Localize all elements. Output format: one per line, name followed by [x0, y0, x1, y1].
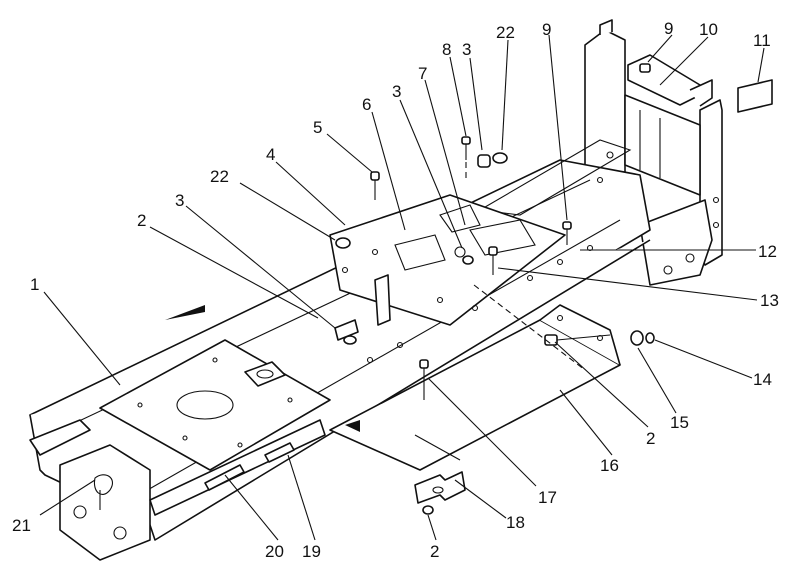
front-mount-plate [99, 339, 331, 471]
fasteners [334, 63, 773, 515]
callout-7: 7 [418, 64, 427, 83]
callout-14: 14 [753, 370, 772, 389]
callout-6: 6 [362, 95, 371, 114]
callout-2: 2 [646, 429, 655, 448]
skid-plate [165, 304, 621, 471]
callout-3: 3 [462, 40, 471, 59]
callout-3: 3 [392, 82, 401, 101]
rear-upright-bracket [584, 19, 723, 286]
callout-11: 11 [753, 31, 771, 50]
callout-22: 22 [496, 23, 515, 42]
callout-1: 1 [30, 275, 39, 294]
callout-labels: 1 2 3 22 4 5 6 3 7 8 3 22 9 9 10 11 12 1… [12, 19, 779, 561]
front-bumper-assembly [29, 419, 326, 561]
center-deck-plate [329, 194, 566, 326]
callout-15: 15 [670, 413, 689, 432]
callout-2: 2 [137, 211, 146, 230]
callout-18: 18 [506, 513, 525, 532]
callout-13: 13 [760, 291, 779, 310]
callout-10: 10 [699, 20, 718, 39]
callout-20: 20 [265, 542, 284, 561]
callout-12: 12 [758, 242, 777, 261]
callout-4: 4 [266, 145, 275, 164]
callout-21: 21 [12, 516, 31, 535]
bottom-bracket [414, 471, 466, 504]
leader-lines [39, 34, 765, 541]
callout-17: 17 [538, 488, 557, 507]
callout-19: 19 [302, 542, 321, 561]
callout-22: 22 [210, 167, 229, 186]
callout-5: 5 [313, 118, 322, 137]
callout-8: 8 [442, 40, 451, 59]
callout-9: 9 [664, 19, 673, 38]
callout-16: 16 [600, 456, 619, 475]
callout-3: 3 [175, 191, 184, 210]
callout-9: 9 [542, 20, 551, 39]
callout-2: 2 [430, 542, 439, 561]
